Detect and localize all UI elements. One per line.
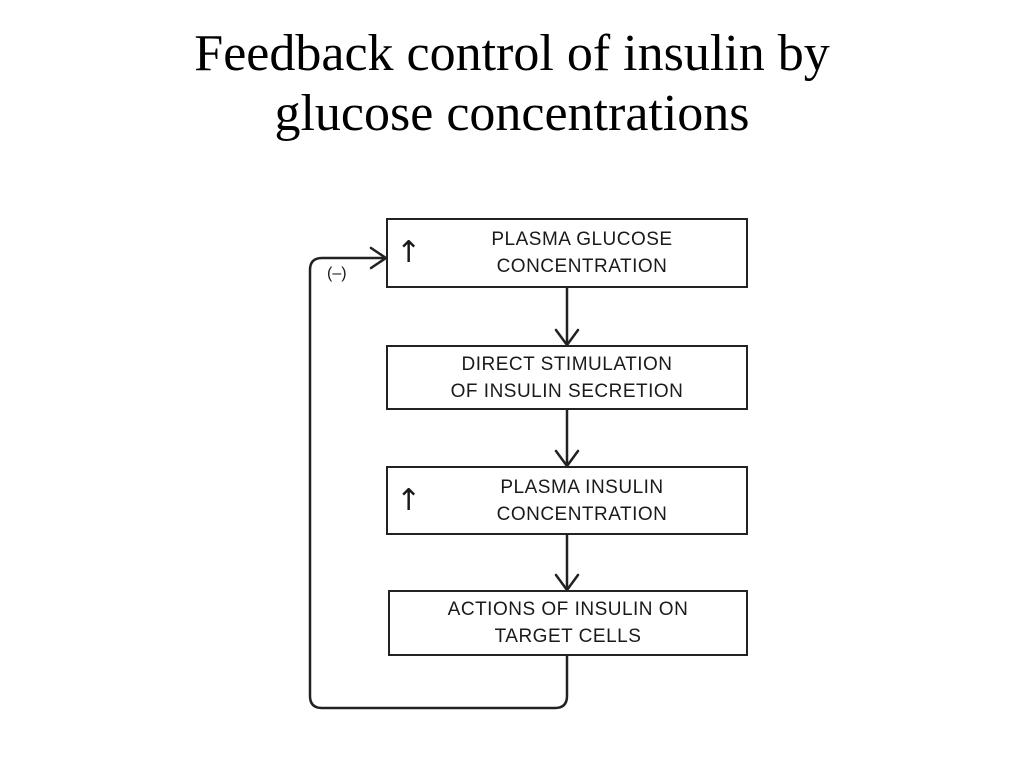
direct-stimulation-line-1: DIRECT STIMULATION <box>461 353 673 375</box>
up-arrow-icon: ↑ <box>396 235 422 270</box>
insulin-actions-box: ACTIONS OF INSULIN ON TARGET CELLS <box>388 590 748 656</box>
title-line-1: Feedback control of insulin by <box>194 25 830 82</box>
plasma-insulin-line-1: PLASMA INSULIN <box>500 476 664 498</box>
up-arrow-icon: ↑ <box>396 482 422 518</box>
page-title: Feedback control of insulin by glucose c… <box>0 24 1024 144</box>
plasma-glucose-line-2: CONCENTRATION <box>496 256 668 277</box>
plasma-insulin-box: ↑ PLASMA INSULIN CONCENTRATION <box>386 466 748 535</box>
title-line-2: glucose concentrations <box>274 85 750 142</box>
direct-stimulation-box: DIRECT STIMULATION OF INSULIN SECRETION <box>386 345 748 410</box>
plasma-glucose-line-1: PLASMA GLUCOSE <box>491 229 673 250</box>
negative-feedback-label: (–) <box>327 265 347 282</box>
insulin-actions-line-1: ACTIONS OF INSULIN ON <box>447 599 689 620</box>
plasma-glucose-box: ↑ PLASMA GLUCOSE CONCENTRATION <box>386 218 748 288</box>
feedback-loop-line <box>308 256 569 710</box>
insulin-actions-line-2: TARGET CELLS <box>494 626 642 647</box>
plasma-insulin-line-2: CONCENTRATION <box>496 503 668 525</box>
direct-stimulation-line-2: OF INSULIN SECRETION <box>450 380 684 402</box>
